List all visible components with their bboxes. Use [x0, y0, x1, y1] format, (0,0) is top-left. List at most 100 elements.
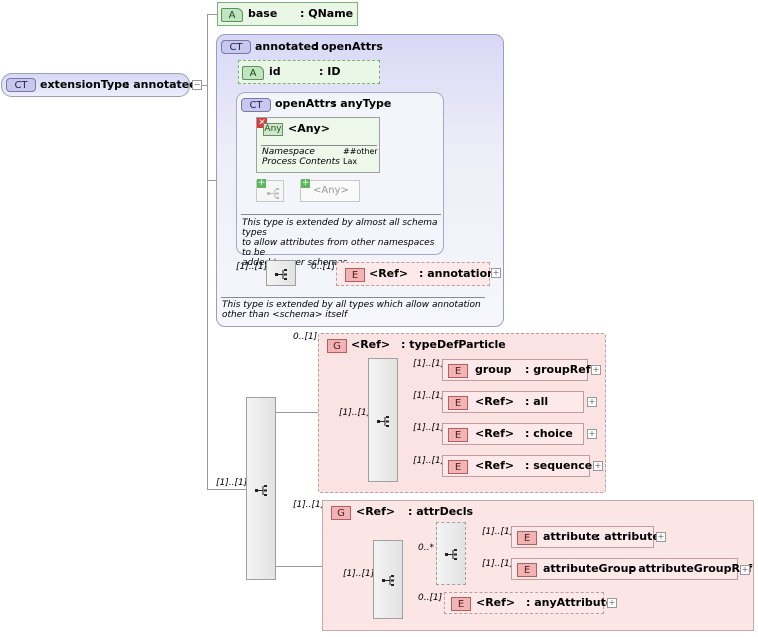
sequence-icon: [255, 485, 267, 496]
element-badge: E: [517, 563, 537, 577]
collapse-toggle-icon[interactable]: −: [192, 80, 202, 90]
id-attribute-node[interactable]: A id : ID: [238, 60, 380, 84]
attribute-badge: A: [221, 8, 243, 22]
expand-icon[interactable]: +: [593, 461, 603, 471]
namespace-label: Namespace: [262, 147, 315, 157]
element-badge: E: [448, 460, 468, 474]
annotation-sequence-node[interactable]: [266, 260, 296, 286]
sequence-icon: [267, 188, 279, 199]
main-sequence-node[interactable]: [246, 397, 276, 580]
element-badge: E: [448, 364, 468, 378]
occurrence-label: [1]..[1]: [482, 527, 514, 537]
sequence-icon: [275, 269, 287, 280]
expand-icon[interactable]: +: [740, 565, 750, 575]
item-name: <Ref>: [475, 427, 515, 440]
sequence-icon: [382, 575, 394, 586]
typedef-type: : typeDefParticle: [401, 338, 506, 351]
item-type: : attribute: [596, 530, 660, 543]
doc-separator: [221, 297, 485, 298]
item-name: attribute: [543, 530, 599, 543]
occurrence-label: [1]..[1]: [413, 359, 445, 369]
doc-separator: [241, 214, 441, 215]
occurrence-label: [1]..[1]: [343, 569, 375, 579]
attrdecls-choice-node[interactable]: [436, 522, 466, 585]
occurrence-label: 0..*: [418, 543, 434, 553]
id-attr-name: id: [269, 65, 281, 78]
annotation-ref-type: : annotation: [419, 267, 495, 280]
choice-element-node[interactable]: E <Ref> : choice: [442, 423, 584, 445]
occurrence-label: [1]..[1]: [413, 423, 445, 433]
plus-icon: +: [301, 178, 310, 188]
attrdecls-sequence-node[interactable]: [373, 540, 403, 619]
openattrs-type: : anyType: [332, 97, 392, 110]
expand-icon[interactable]: +: [587, 397, 597, 407]
all-element-node[interactable]: E <Ref> : all: [442, 391, 584, 413]
group-badge: G: [327, 339, 347, 353]
expand-icon[interactable]: +: [607, 598, 617, 608]
base-attr-name: base: [248, 7, 278, 20]
element-badge: E: [448, 428, 468, 442]
root-type: : annotated: [125, 78, 198, 91]
expand-icon[interactable]: +: [591, 365, 601, 375]
group-element-node[interactable]: E group : groupRef: [442, 359, 591, 381]
occurrence-label: [1]..[1]: [293, 500, 325, 510]
item-type: : anyAttribute: [526, 596, 614, 609]
any-attribute-wildcard[interactable]: ✕ Any <Any> Namespace ##other Process Co…: [256, 117, 380, 173]
expand-icon[interactable]: +: [491, 268, 501, 278]
any-sequence-node[interactable]: +: [256, 178, 284, 202]
occurrence-label: [1]..[1]: [236, 262, 268, 272]
element-badge: E: [448, 396, 468, 410]
process-contents-label: Process Contents: [262, 157, 340, 167]
openattrs-name: openAttrs: [275, 97, 337, 110]
choice-icon: [377, 416, 389, 427]
choice-icon: [445, 549, 457, 560]
item-name: <Ref>: [475, 395, 515, 408]
any-badge: Any: [263, 123, 283, 136]
complex-type-badge: CT: [6, 78, 36, 92]
plus-icon: +: [257, 178, 266, 188]
item-name: <Ref>: [475, 459, 515, 472]
root-complex-type-node[interactable]: CT extensionType : annotated: [1, 73, 197, 97]
attribute-badge: A: [242, 66, 264, 80]
complex-type-badge: CT: [241, 98, 271, 112]
annotation-element-node[interactable]: E <Ref> : annotation: [336, 262, 495, 286]
any-element-wildcard[interactable]: + <Any>: [300, 178, 360, 202]
occurrence-label: [1]..[1]: [216, 478, 248, 488]
item-type: : choice: [525, 427, 573, 440]
item-name: <Ref>: [476, 596, 516, 609]
base-attribute-node[interactable]: A base : QName: [217, 2, 358, 26]
complex-type-badge: CT: [221, 40, 251, 54]
attribute-element-node[interactable]: E attribute : attribute: [511, 526, 660, 548]
item-type: : attributeGroupRef: [630, 562, 753, 575]
annotated-name: annotated: [255, 40, 319, 53]
any-separator: [261, 145, 377, 146]
occurrence-label: [1]..[1]: [482, 559, 514, 569]
occurrence-label: 0..[1]: [311, 262, 336, 272]
expand-icon[interactable]: +: [656, 532, 666, 542]
item-name: group: [475, 363, 512, 376]
annotation-ref-name: <Ref>: [369, 267, 409, 280]
occurrence-label: 0..[1]: [293, 332, 318, 342]
sequence-element-node[interactable]: E <Ref> : sequence: [442, 455, 592, 477]
id-attr-type: : ID: [319, 65, 341, 78]
item-type: : all: [525, 395, 549, 408]
typedef-choice-node[interactable]: [368, 358, 398, 482]
item-type: : groupRef: [525, 363, 591, 376]
occurrence-label: [1]..[1]: [339, 408, 371, 418]
attributegroup-element-node[interactable]: E attributeGroup : attributeGroupRef: [511, 558, 752, 580]
base-attr-type: : QName: [300, 7, 354, 20]
element-badge: E: [345, 268, 365, 282]
occurrence-label: 0..[1]: [418, 593, 443, 603]
occurrence-label: [1]..[1]: [413, 456, 445, 466]
element-badge: E: [451, 597, 471, 611]
occurrence-label: [1]..[1]: [413, 391, 445, 401]
typedef-ref-name: <Ref>: [351, 338, 391, 351]
namespace-value: ##other: [343, 147, 378, 156]
group-badge: G: [331, 506, 351, 520]
any2-name: <Any>: [313, 185, 349, 196]
element-badge: E: [517, 531, 537, 545]
any-name: <Any>: [288, 122, 330, 135]
prohibited-x-icon: ✕: [257, 118, 267, 128]
expand-icon[interactable]: +: [587, 429, 597, 439]
anyattribute-element-node[interactable]: E <Ref> : anyAttribute: [444, 592, 613, 614]
